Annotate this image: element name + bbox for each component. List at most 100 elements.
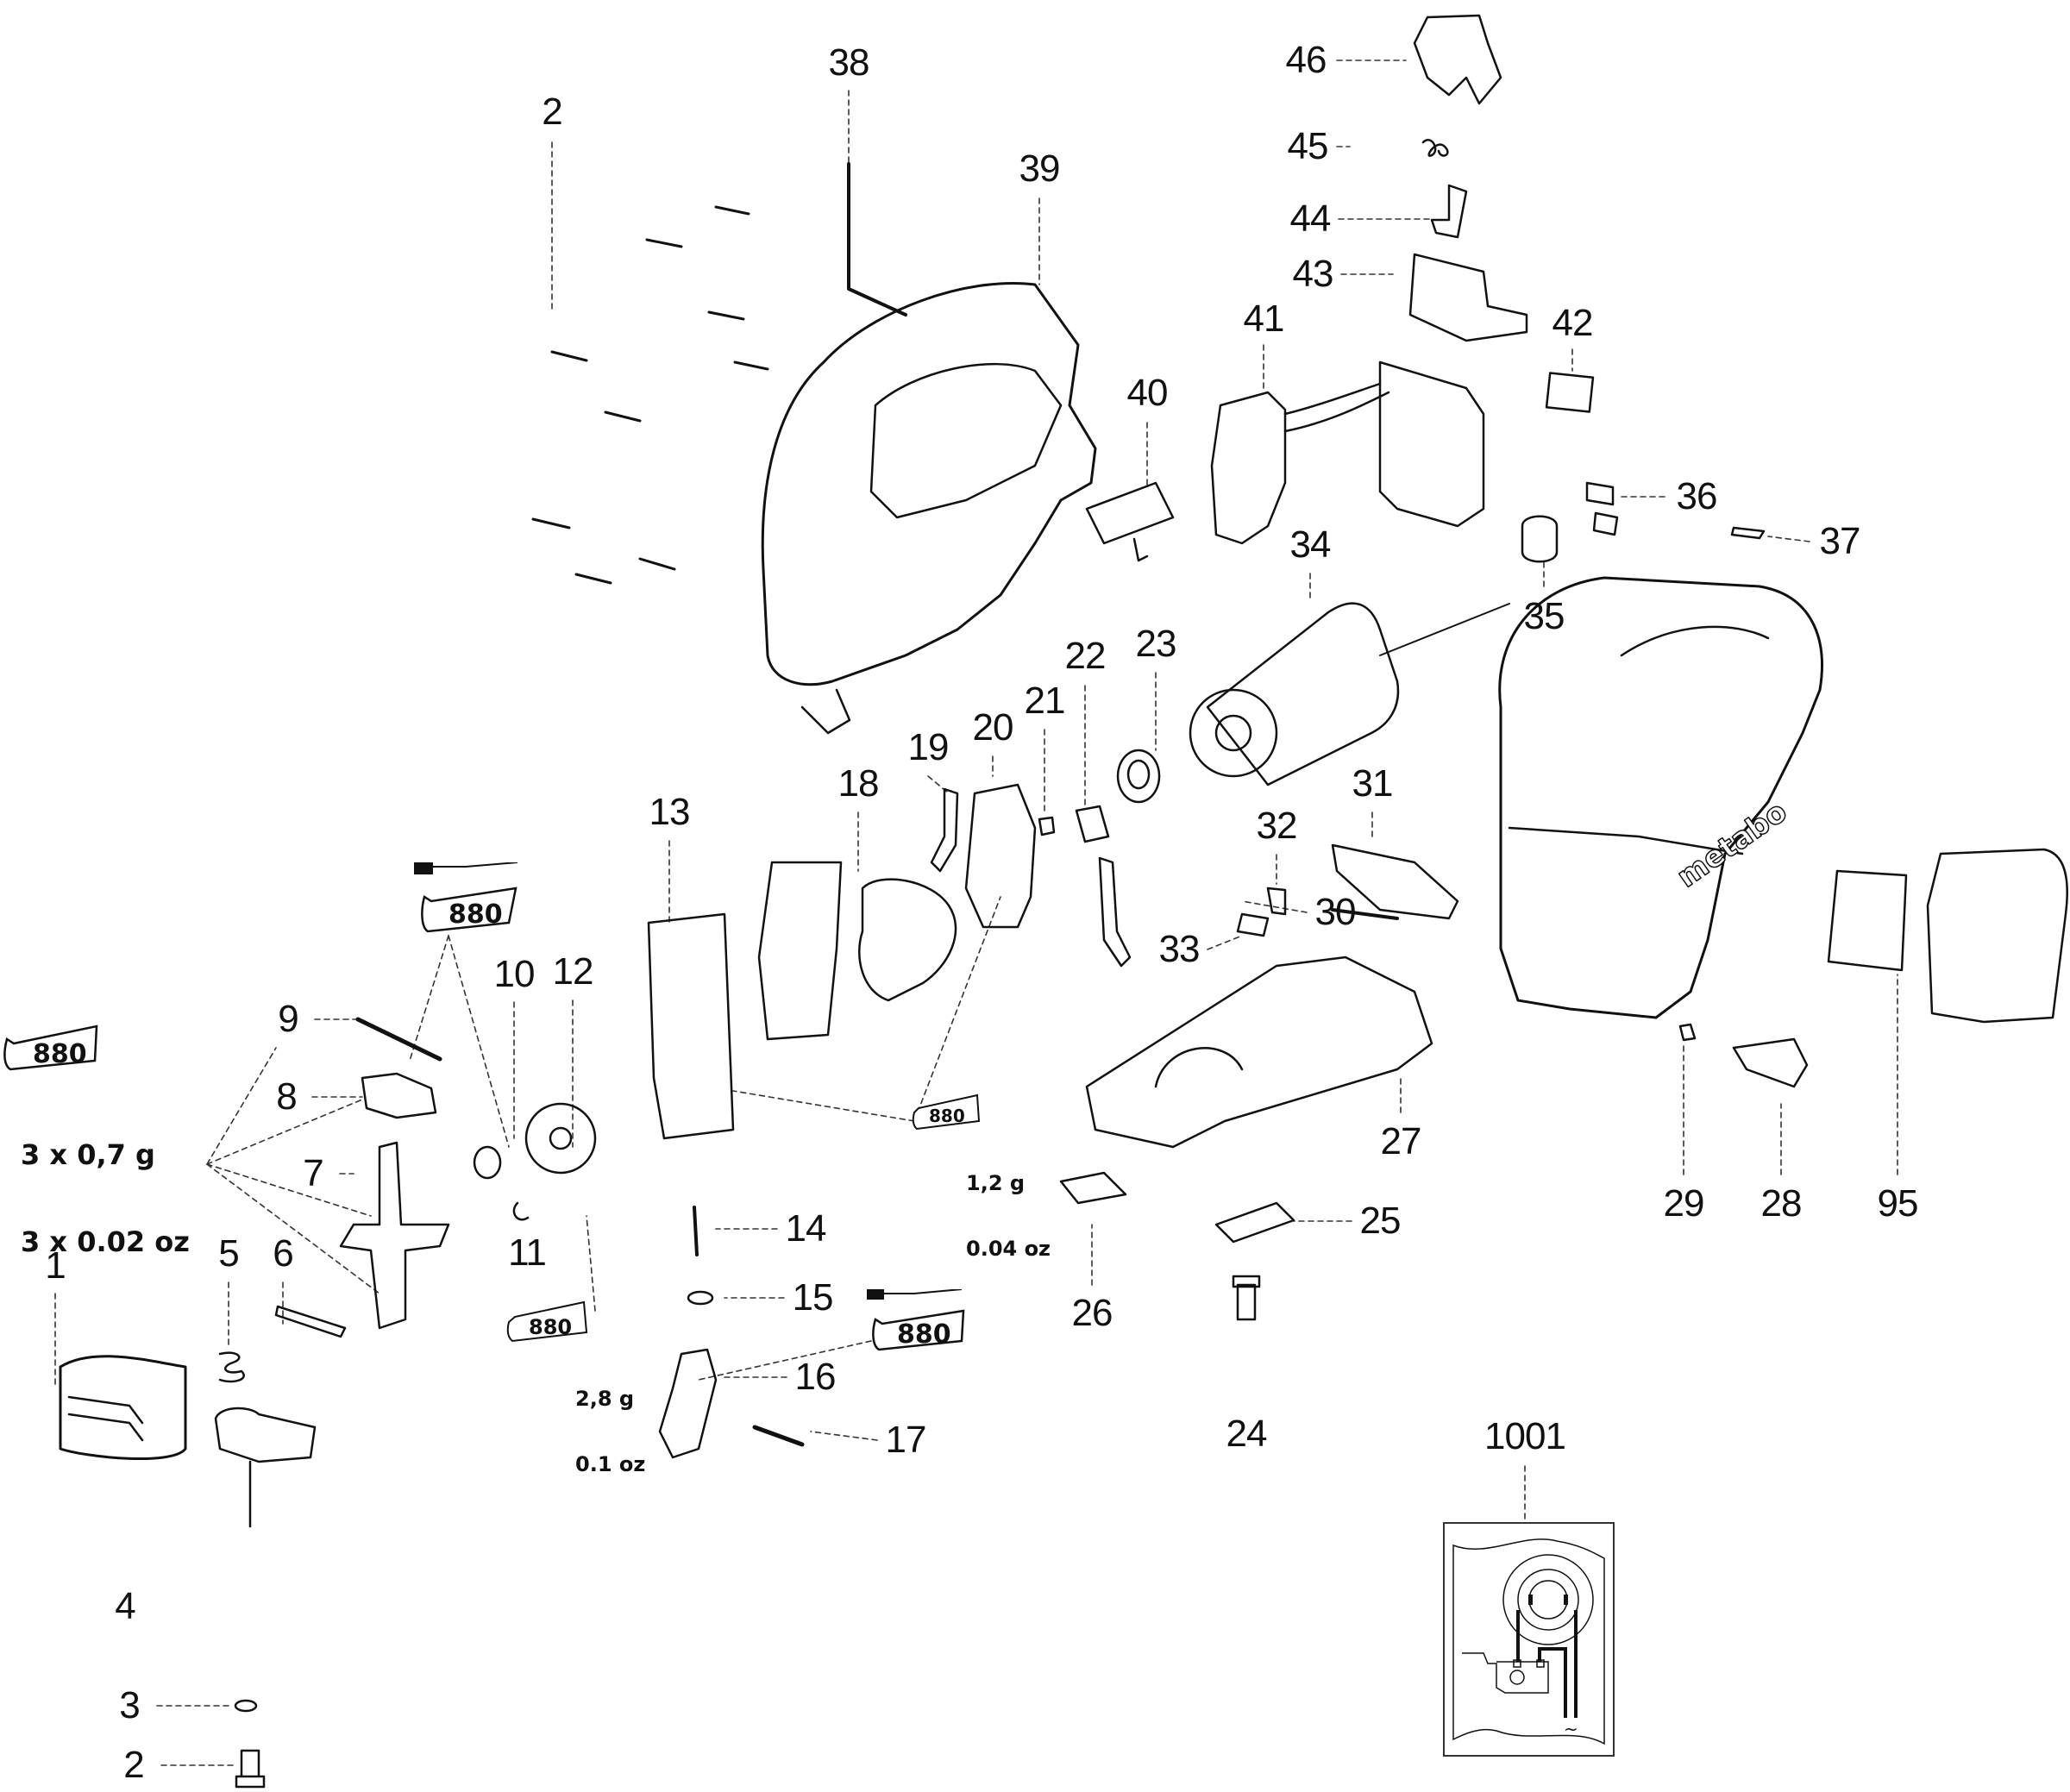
label-95 <box>1827 869 1908 972</box>
roller-10 <box>473 1145 502 1180</box>
part-number-37: 37 <box>1819 520 1861 562</box>
screw-set <box>531 205 769 585</box>
pin-21 <box>1038 816 1056 836</box>
part-number-4: 4 <box>115 1585 136 1627</box>
grease-amount-imperial: 0.1 oz <box>575 1451 646 1476</box>
roller-holder-4 <box>214 1407 317 1528</box>
part-number-39: 39 <box>1019 147 1061 190</box>
part-number-36: 36 <box>1676 475 1718 517</box>
part-number-8: 8 <box>276 1075 298 1118</box>
spring-45 <box>1421 139 1449 157</box>
wiring-diagram: ~ <box>1452 1538 1605 1745</box>
grease-amount-imperial: 3 x 0.02 oz <box>21 1225 190 1258</box>
part-number-14: 14 <box>785 1207 827 1250</box>
spring-32 <box>1266 887 1287 916</box>
part-number-10: 10 <box>493 953 536 995</box>
svg-text:880: 880 <box>929 1106 965 1126</box>
hex-key <box>847 162 907 316</box>
tool-body <box>1498 576 1823 1019</box>
clamp-25 <box>1214 1201 1295 1244</box>
part-number-23: 23 <box>1135 623 1177 665</box>
circlip-11 <box>512 1201 530 1221</box>
grease-amount-center: 1,2 g 0.04 oz <box>966 1130 1051 1304</box>
grease-amount-gear: 2,8 g 0.1 oz <box>575 1345 645 1519</box>
part-number-44: 44 <box>1289 197 1332 240</box>
grease-tube-lower: 880 <box>867 1288 970 1363</box>
grease-tube-icon: 880 <box>867 1288 965 1351</box>
part-number-24: 24 <box>1226 1413 1268 1455</box>
part-number-7: 7 <box>303 1152 324 1194</box>
part-number-20: 20 <box>972 706 1014 749</box>
part-number-9: 9 <box>278 998 299 1040</box>
grease-tube-icon: 880 <box>3 1024 98 1071</box>
stroke-rod-7 <box>339 1141 450 1330</box>
part-number-29: 29 <box>1663 1182 1705 1225</box>
part-number-2-bottom: 2 <box>123 1744 145 1786</box>
sleeve-22 <box>1075 805 1110 843</box>
pin-14 <box>693 1206 699 1256</box>
grease-tube-gear: 880 <box>505 1298 591 1350</box>
part-number-42: 42 <box>1552 302 1594 344</box>
gasket-18 <box>858 878 957 1002</box>
pin-30 <box>1331 908 1399 920</box>
wiring-inset: ~ <box>1443 1522 1615 1757</box>
cover-1 <box>59 1355 187 1460</box>
screw-36 <box>1585 481 1619 536</box>
part-number-33: 33 <box>1158 928 1201 970</box>
part-number-19: 19 <box>907 726 950 768</box>
svg-text:880: 880 <box>897 1319 951 1350</box>
fan <box>1189 688 1278 778</box>
grease-tube-left: 880 <box>0 1018 104 1082</box>
switch-41 <box>1210 391 1287 545</box>
washer-3 <box>234 1699 258 1713</box>
screw-24 <box>1232 1275 1261 1321</box>
grease-amount-metric: 1,2 g <box>966 1171 1026 1196</box>
grease-amount-metric: 3 x 0,7 g <box>21 1138 155 1172</box>
grease-tube-icon: 880 <box>912 1093 981 1131</box>
ac-symbol: ~ <box>1564 1719 1578 1739</box>
switch-cover <box>1085 481 1175 562</box>
part-number-41: 41 <box>1243 298 1285 340</box>
gear-plate-20 <box>964 783 1037 929</box>
label-42-sticker <box>1545 372 1595 413</box>
part-number-12: 12 <box>552 950 594 993</box>
clip-44 <box>1430 184 1468 239</box>
base-plate-27 <box>1085 956 1433 1149</box>
part-number-43: 43 <box>1292 253 1334 295</box>
bushing-35 <box>1521 515 1559 563</box>
part-number-38: 38 <box>828 41 870 84</box>
part-number-5: 5 <box>218 1232 240 1275</box>
part-number-6: 6 <box>273 1232 294 1275</box>
guide-8 <box>361 1072 437 1119</box>
svg-text:880: 880 <box>33 1039 87 1069</box>
part-number-45: 45 <box>1287 125 1329 167</box>
housing-half <box>761 281 1097 686</box>
part-number-21: 21 <box>1024 680 1066 722</box>
screw-2 <box>235 1749 266 1789</box>
release-button-46 <box>1413 14 1502 105</box>
part-number-35: 35 <box>1523 595 1565 637</box>
motor <box>1206 602 1400 786</box>
battery-contact-plate <box>1378 360 1485 528</box>
part-number-11: 11 <box>508 1231 547 1274</box>
grease-amount-left: 3 x 0,7 g 3 x 0.02 oz <box>21 1083 190 1315</box>
part-number-22: 22 <box>1064 635 1107 677</box>
gear-12 <box>524 1102 597 1175</box>
bearing-23 <box>1116 749 1161 804</box>
part-number-2-top: 2 <box>542 91 563 133</box>
lever-lower <box>1098 856 1132 968</box>
slide-26 <box>1059 1171 1127 1205</box>
part-number-1001: 1001 <box>1484 1415 1566 1457</box>
part-number-95: 95 <box>1877 1182 1919 1225</box>
switch-28 <box>1732 1037 1809 1088</box>
grease-tube-top: 880 <box>414 862 526 944</box>
spring-5 <box>218 1351 245 1383</box>
part-number-46: 46 <box>1285 39 1327 81</box>
part-number-1: 1 <box>45 1244 66 1287</box>
grease-amount-metric: 2,8 g <box>575 1387 635 1412</box>
svg-text:880: 880 <box>448 899 503 930</box>
part-number-40: 40 <box>1126 372 1169 414</box>
plate-13 <box>647 912 735 1140</box>
